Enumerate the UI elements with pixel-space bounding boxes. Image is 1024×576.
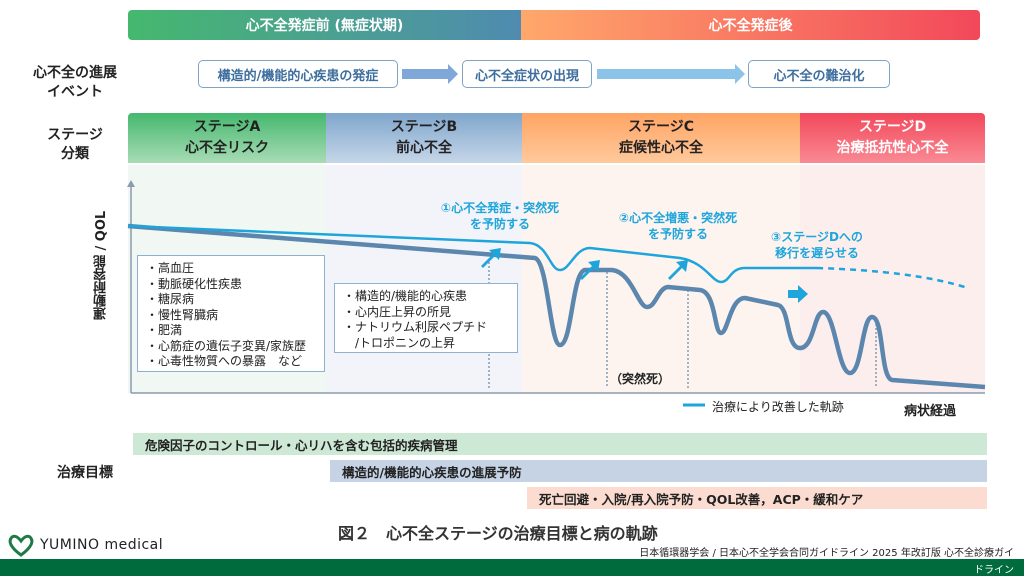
annotation-3: ③ステージDへの移行を遅らせる	[771, 230, 863, 260]
risk-factors-box: ・高血圧・動脈硬化性疾患・糖尿病・慢性腎臓病・肥満・心筋症の遺伝子変異/家族歴・…	[137, 255, 325, 372]
stage-b-findings-box: ・構造的/機能的心疾患・心内圧上昇の所見・ナトリウム利尿ペプチド /トロポニンの…	[334, 283, 518, 353]
event-structural: 構造的/機能的心疾患の発症	[198, 60, 398, 88]
natural-trajectory-line	[127, 223, 986, 390]
arrow-icon	[597, 64, 745, 84]
figure-title: 図２ 心不全ステージの治療目標と病の軌跡	[338, 524, 658, 543]
phase-pre-onset: 心不全発症前 (無症状期)	[128, 10, 521, 40]
event-refractory: 心不全の難治化	[748, 60, 890, 88]
source-line-1: 日本循環器学会 / 日本心不全学会合同ガイドライン 2025 年改訂版 心不全診…	[639, 548, 1014, 559]
event-symptoms: 心不全症状の出現	[462, 60, 592, 88]
improved-trajectory-line	[127, 224, 817, 284]
arrow-up-right-icon	[481, 248, 501, 268]
event-arrows	[402, 64, 745, 84]
goal-progression-prevention: 構造的/機能的心疾患の進展予防	[330, 460, 987, 482]
stage-label: ステージ分類	[47, 127, 103, 162]
x-axis-label: 病状経過	[904, 404, 957, 419]
sudden-death-label: （突然死）	[610, 372, 671, 386]
arrow-right-icon	[788, 285, 808, 303]
arrow-icon	[402, 64, 458, 84]
heart-logo-icon	[8, 534, 34, 557]
goal-comprehensive-management: 危険因子のコントロール・心リハを含む包括的疾病管理	[133, 433, 987, 455]
events-label: 心不全の進展イベント	[33, 65, 117, 100]
legend-label: 治療により改善した軌跡	[712, 400, 844, 414]
footer-bar	[0, 559, 1024, 576]
phase-post-onset: 心不全発症後	[521, 10, 980, 40]
goal-mortality-qol: 死亡回避・入院/再入院予防・QOL改善，ACP・緩和ケア	[527, 487, 987, 509]
annotation-1: ①心不全発症・突然死を予防する	[440, 201, 560, 231]
y-axis-arrow-icon	[127, 180, 135, 187]
logo: YUMINO medical	[6, 533, 163, 557]
source-line-2: ドライン	[974, 565, 1014, 576]
arrow-up-right-icon	[580, 260, 600, 280]
improvement-arrows	[481, 248, 808, 303]
goals-label: 治療目標	[57, 465, 113, 481]
arrow-up-right-icon	[668, 260, 688, 280]
annotation-2: ②心不全増悪・突然死を予防する	[618, 211, 738, 241]
y-axis-label: 運動耐容能 / QOL	[94, 210, 109, 320]
